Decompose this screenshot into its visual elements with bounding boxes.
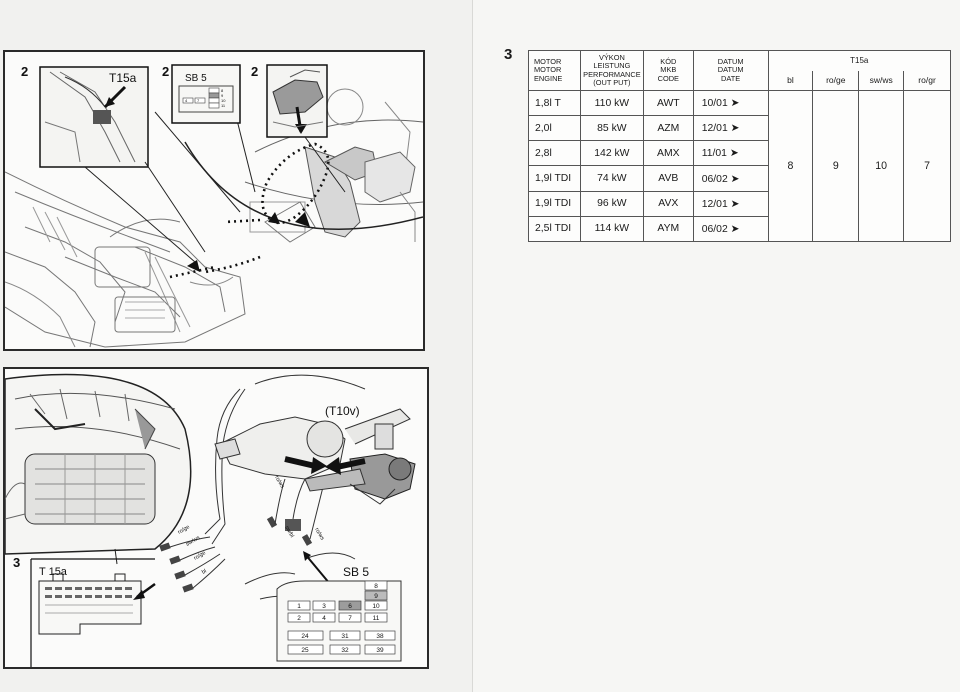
wire-label: ro/ws (313, 527, 325, 542)
cell-code: AYM (642, 215, 694, 243)
header-pin-ro-ge: ro/ge (812, 70, 860, 91)
fuse-num: 1 (297, 603, 301, 610)
fuse-num: 11 (221, 103, 226, 108)
fuse-num: 10 (221, 98, 226, 103)
fuse-num: 39 (376, 647, 384, 654)
cell-code: AWT (642, 89, 694, 117)
table-row: 1,9l TDI 96 kW AVX 12/01 ➤ (528, 190, 951, 217)
cell-code: AMX (642, 140, 694, 167)
route-arrows (268, 212, 310, 227)
fuse-num: 32 (341, 647, 349, 654)
cell-pin-ro-gr: 7 (903, 90, 951, 242)
fuse-num: 9 (374, 593, 378, 600)
fuse-num: 4 (322, 615, 326, 622)
fuse-num: 2 (297, 615, 301, 622)
cell-date: 06/02 ➤ (692, 215, 769, 243)
engine-spec-table: MOTOR MOTOR ENGINE VÝKON LEISTUNG PERFOR… (528, 50, 952, 243)
step-label-right: 2 (251, 64, 258, 79)
cell-code: AVB (642, 165, 694, 192)
cell-pin-bl: 8 (767, 90, 814, 242)
step-label-left: 2 (21, 64, 28, 79)
cell-power: 74 kW (579, 165, 644, 192)
fuse-num: 4 (185, 98, 188, 103)
installation-drawing-bottom: 3 T 15a (5, 373, 416, 667)
cell-engine: 1,9l TDI (528, 190, 581, 217)
fuse-num: 8 (374, 583, 378, 590)
cell-pin-ro-ge: 9 (812, 90, 860, 242)
cell-code: AVX (642, 190, 694, 217)
fuse-num: 38 (376, 633, 384, 640)
section-number: 3 (504, 46, 513, 63)
connector-label-t15a-bottom: T 15a (39, 566, 68, 578)
header-t15a: T15a (767, 50, 952, 71)
switch-connector-label: (T10v) (325, 404, 360, 418)
table-row: 2,0l 85 kW AZM 12/01 ➤ (528, 115, 951, 142)
header-motor: MOTOR MOTOR ENGINE (528, 50, 581, 91)
cell-pin-sw-ws: 10 (858, 90, 905, 242)
cell-power: 96 kW (579, 190, 644, 217)
header-pin-bl: bl (767, 70, 814, 91)
fuse-num: 10 (372, 603, 380, 610)
table-row: 1,8l T 110 kW AWT 10/01 ➤ 8 9 10 7 (528, 89, 951, 242)
header-pin-ro-gr: ro/gr (903, 70, 951, 91)
installation-drawing-top: 2 T15a 2 SB 5 8 9 10 11 4 7 (5, 64, 423, 348)
fuse-box-label-bottom: SB 5 (343, 565, 369, 579)
cell-date: 10/01 ➤ (692, 89, 769, 117)
wire-route-dotted (261, 142, 330, 225)
fuse-num: 7 (348, 615, 352, 622)
fuse-num: 11 (373, 615, 380, 622)
wire-label: bl (201, 568, 208, 575)
page-fold (472, 0, 473, 692)
cell-power: 110 kW (579, 89, 644, 117)
fuse-num: 8 (221, 88, 224, 93)
illustration-panel-bottom: 3 T 15a (3, 367, 429, 669)
table-row: 2,8l 142 kW AMX 11/01 ➤ (528, 140, 951, 167)
cell-engine: 2,5l TDI (528, 215, 581, 243)
fuse-num: 25 (301, 647, 309, 654)
header-date: DATUM DATUM DATE (692, 50, 769, 91)
wire-label: ro/ge (193, 550, 207, 561)
cell-code: AZM (642, 115, 694, 142)
steering-column-switch (214, 408, 416, 505)
fuse-num: 9 (221, 93, 224, 98)
wire-label: ro/ge (177, 524, 191, 535)
cell-date: 12/01 ➤ (692, 190, 769, 217)
cell-power: 114 kW (579, 215, 644, 243)
cell-date: 11/01 ➤ (692, 140, 769, 167)
cell-date: 06/02 ➤ (692, 165, 769, 192)
fuse-box-sb5-drawing (276, 580, 402, 662)
connector-t15a-drawing (38, 573, 142, 635)
wire-terminals (159, 516, 313, 593)
step-label-bottom: 3 (13, 555, 20, 570)
fuse-num: 6 (348, 603, 352, 610)
cell-engine: 2,8l (528, 140, 581, 167)
inset-right (266, 64, 346, 193)
illustration-panel-top: 2 T15a 2 SB 5 8 9 10 11 4 7 (3, 50, 425, 351)
header-pin-sw-ws: sw/ws (858, 70, 905, 91)
harness-circle-detail (5, 373, 192, 555)
header-power: VÝKON LEISTUNG PERFORMANCE (OUT PUT) (579, 50, 644, 91)
dashboard-sketch (5, 88, 423, 348)
cell-power: 85 kW (579, 115, 644, 142)
cell-engine: 2,0l (528, 115, 581, 142)
wire-label: ro/ws (273, 475, 285, 490)
wire-label: sw/bl (283, 525, 294, 539)
inset-left (39, 66, 206, 263)
wire-label: sw/ws (185, 535, 201, 548)
cell-power: 142 kW (579, 140, 644, 167)
cell-engine: 1,9l TDI (528, 165, 581, 192)
fuse-num: 3 (322, 603, 326, 610)
cell-engine: 1,8l T (528, 89, 581, 117)
inset-fuse-box (171, 64, 241, 124)
table-row: 2,5l TDI 114 kW AYM 06/02 ➤ (528, 215, 951, 243)
fuse-num: 31 (341, 633, 349, 640)
fuse-num: 7 (197, 98, 200, 103)
fuse-num: 24 (301, 633, 309, 640)
cell-date: 12/01 ➤ (692, 115, 769, 142)
connector-label-t15a: T15a (109, 71, 137, 85)
step-label-middle: 2 (162, 64, 169, 79)
fuse-box-label: SB 5 (185, 73, 207, 84)
header-code: KÓD MKB CODE (642, 50, 694, 91)
